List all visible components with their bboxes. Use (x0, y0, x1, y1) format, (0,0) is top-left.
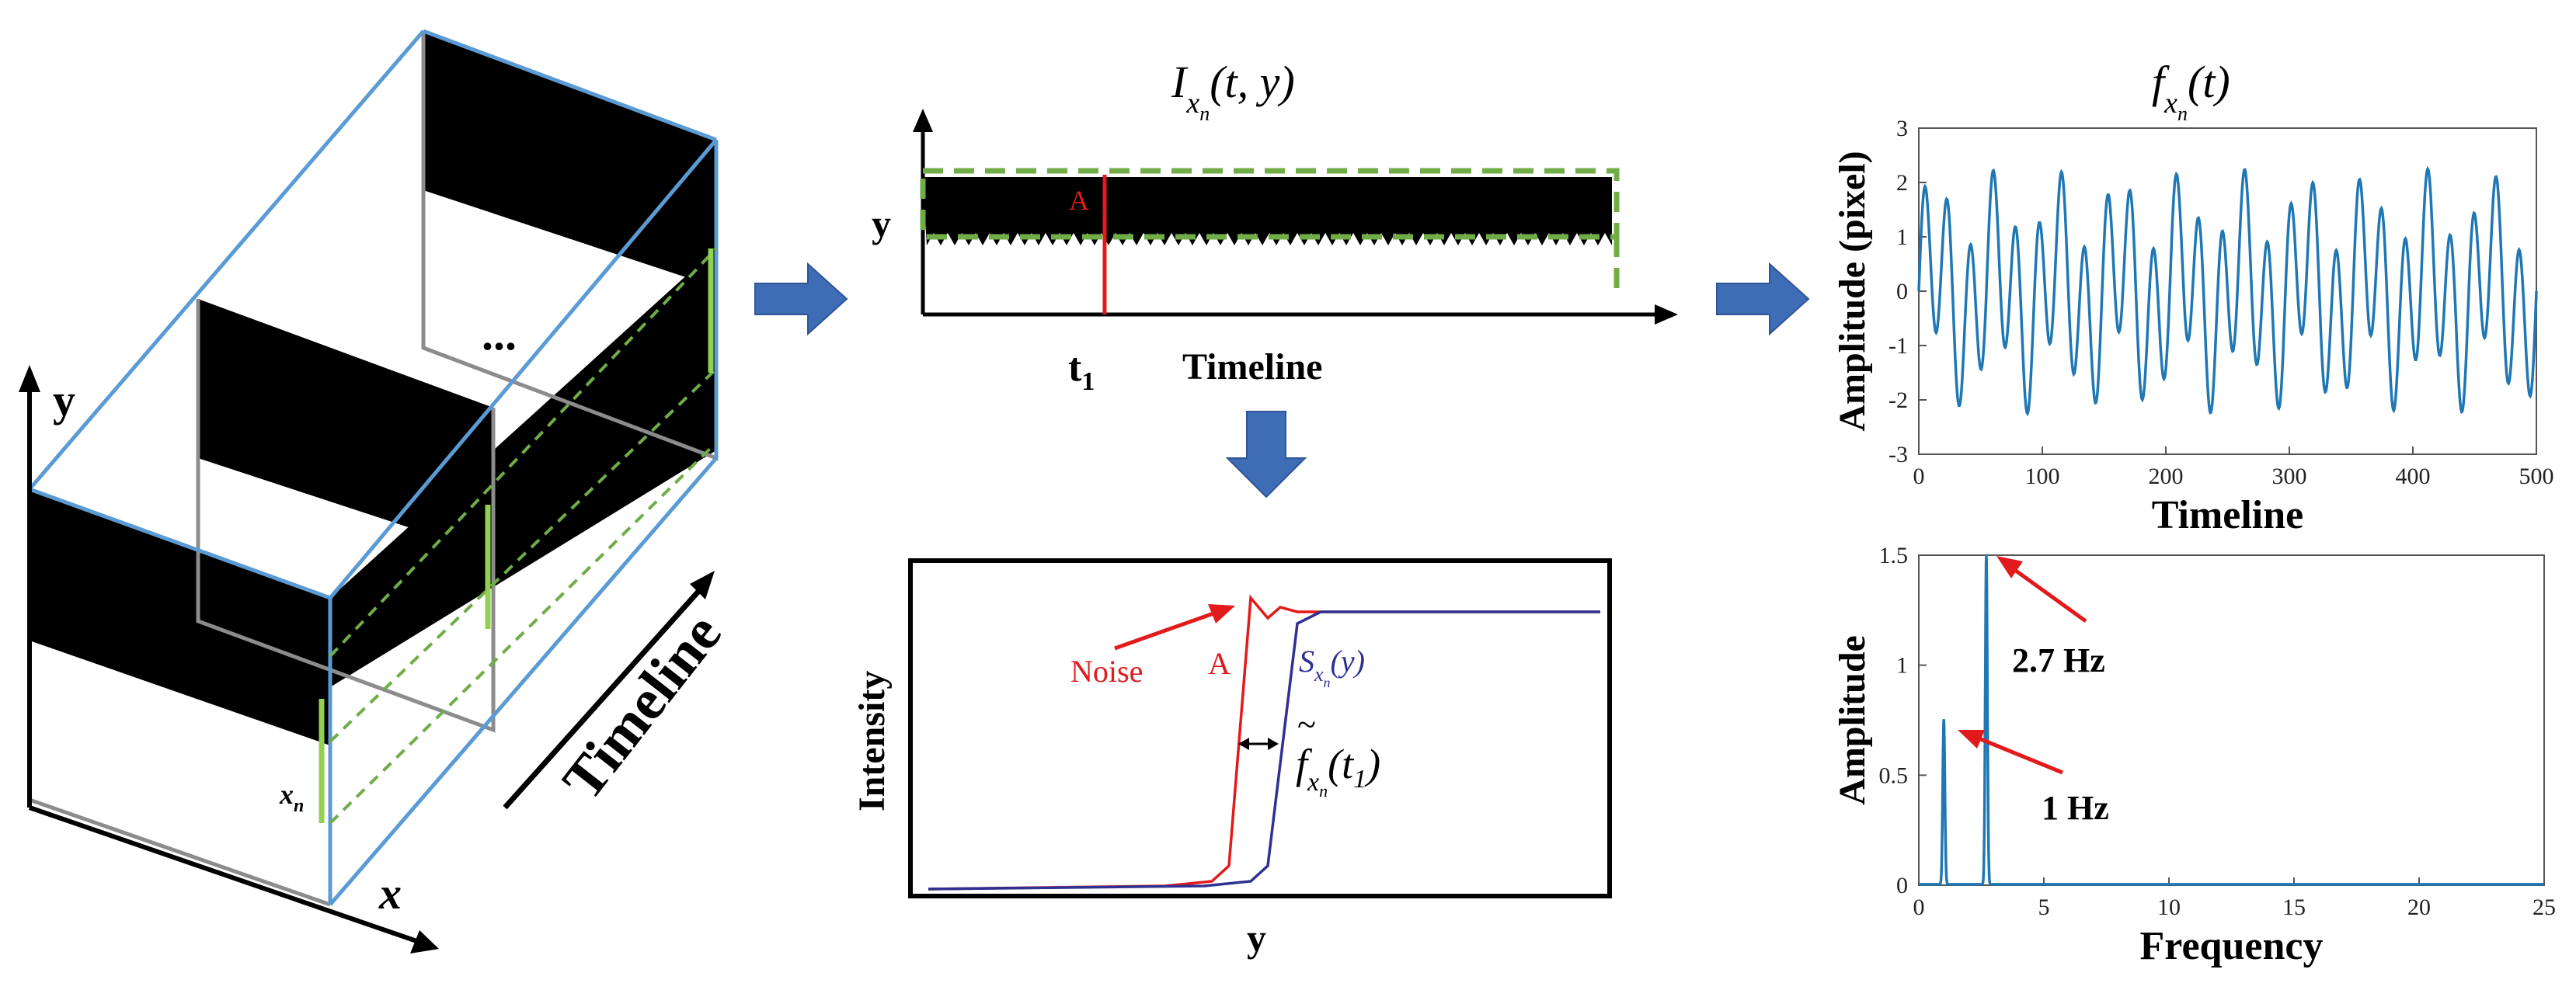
profile-blue-curve (928, 610, 1600, 891)
sp-peak-point (1985, 554, 1988, 557)
profile-A-label: A (1208, 646, 1231, 681)
annot-1-label: 1 Hz (2042, 789, 2109, 827)
sp-ytick-label: 0 (1896, 873, 1908, 898)
block-arrow-left (754, 262, 848, 336)
profile-frame (908, 558, 1612, 898)
black-strip (330, 248, 716, 672)
middle-bottom-panel: Intensity y Noise A Sxn(y) fxn(t1) ~ (851, 558, 1612, 960)
annot-1-arrow-line (1972, 734, 2063, 775)
sp-peak-point (1942, 719, 1945, 721)
timeline-arrowhead (690, 571, 715, 599)
ts-xtick-label: 500 (2519, 464, 2554, 489)
x-axis-arrowhead (410, 930, 439, 954)
ts-ytick-label: -1 (1888, 333, 1908, 359)
sp-xtick-label: 20 (2407, 895, 2431, 920)
tilde-mark: ~ (1297, 706, 1316, 744)
S-label: Sxn(y) (1299, 644, 1365, 690)
annot-27-arrowhead (1996, 556, 2023, 578)
block-arrow-right (1716, 262, 1810, 336)
spectrum-annotations: 2.7 Hz 1 Hz (1958, 556, 2109, 827)
noise-arrow-line (1114, 610, 1217, 651)
middle-y-arrowhead (913, 109, 933, 132)
sp-xtick-label: 0 (1913, 895, 1925, 920)
middle-top-panel: Ixn(t, y) A y t1 Timeline (872, 57, 1678, 396)
timeline-label-left: Timeline (551, 603, 734, 812)
x-axis-label: x (378, 868, 402, 919)
ts-ylabel: Amplitude (pixel) (1832, 151, 1873, 431)
block-arrow-down (1225, 411, 1307, 498)
sp-xlabel: Frequency (2140, 924, 2324, 968)
black-wall-front (30, 489, 330, 745)
middle-black-band (923, 177, 1612, 245)
profile-xlabel: y (1247, 916, 1266, 960)
sp-ylabel: Amplitude (1832, 635, 1873, 805)
noise-label: Noise (1070, 654, 1143, 689)
middle-title: Ixn(t, y) (1171, 57, 1295, 125)
profile-red-curve (928, 594, 1600, 891)
sp-xtick-label: 25 (2532, 895, 2556, 920)
timeline-arrow-line (503, 584, 705, 810)
annot-1-arrowhead (1958, 730, 1985, 749)
sp-plot-frame (1918, 554, 2545, 886)
ts-ytick-label: 1 (1896, 224, 1908, 250)
svg-text:fxn(t): fxn(t) (2152, 57, 2230, 125)
y-axis-label: y (53, 375, 75, 426)
right-title: fxn(t) (2152, 57, 2230, 125)
double-arrow-left (1238, 738, 1249, 750)
ts-xtick-label: 200 (2149, 464, 2184, 489)
middle-x-arrowhead (1655, 304, 1678, 325)
sp-ytick-label: 1 (1896, 653, 1908, 679)
dashed-slice (329, 247, 718, 825)
middle-timeline-label: Timeline (1182, 346, 1322, 387)
middle-y-label: y (872, 202, 891, 245)
sp-ytick-label: 0.5 (1879, 763, 1909, 788)
ts-series-line (1917, 165, 2538, 417)
blue-box (28, 29, 719, 906)
ts-xtick-label: 400 (2396, 464, 2431, 489)
sp-series-line (1919, 554, 2544, 886)
x-axis-line (29, 805, 424, 946)
ts-ytick-label: 2 (1896, 170, 1908, 196)
ts-xtick-label: 300 (2272, 464, 2307, 489)
ts-ytick-label: -3 (1888, 442, 1908, 467)
black-wall-back (423, 31, 716, 287)
sp-xtick-label: 5 (2038, 895, 2050, 920)
ts-xtick-label: 0 (1913, 464, 1925, 489)
ts-ytick-label: -2 (1888, 387, 1908, 413)
annot-27-label: 2.7 Hz (2012, 641, 2105, 679)
xn-label: xn (279, 779, 304, 816)
middle-marker-A: A (1069, 185, 1089, 216)
f-tilde-label: fxn(t1) (1296, 741, 1380, 801)
ellipsis-dots: ... (482, 308, 517, 360)
t1-label: t1 (1068, 346, 1095, 396)
annot-27-arrow-line (2009, 565, 2087, 624)
left-3d-panel: ... y x xn Timeline (19, 29, 734, 954)
ts-ytick-label: 3 (1896, 116, 1908, 141)
ts-xlabel: Timeline (2152, 493, 2303, 537)
ts-ytick-label: 0 (1896, 279, 1908, 304)
sp-xtick-label: 15 (2282, 895, 2306, 920)
double-arrow-right (1268, 738, 1279, 750)
profile-ylabel: Intensity (851, 671, 893, 811)
ts-xtick-label: 100 (2025, 464, 2060, 489)
middle-dashed-box (920, 168, 1620, 240)
sp-xtick-label: 10 (2157, 895, 2181, 920)
noise-arrowhead (1208, 604, 1235, 624)
y-axis-arrowhead (19, 365, 40, 392)
sp-ytick-label: 1.5 (1879, 543, 1909, 568)
green-markers (319, 248, 714, 823)
